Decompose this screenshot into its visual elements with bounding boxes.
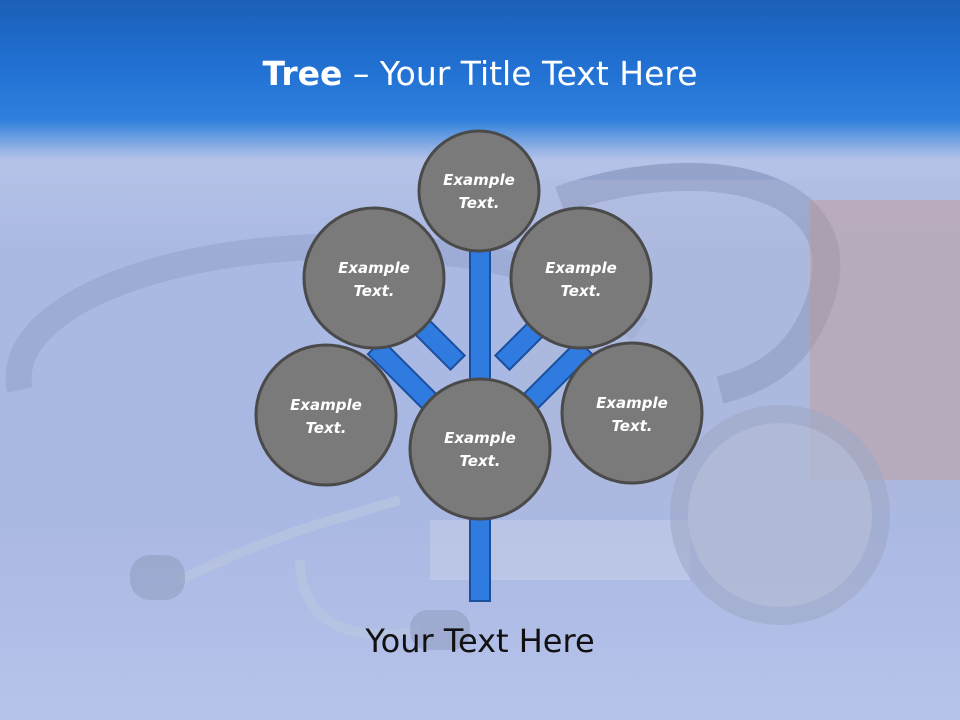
node-text-line: Text.	[459, 452, 500, 470]
node-text-line: Example	[596, 394, 668, 412]
title-text: Your Title Text Here	[379, 54, 698, 93]
tree-node: Example Text.	[254, 343, 398, 487]
node-text-line: Example	[545, 259, 617, 277]
node-text-line: Text.	[611, 417, 652, 435]
node-text-line: Example	[443, 171, 515, 189]
node-text-line: Text.	[458, 194, 499, 212]
tree-node: Example Text.	[560, 341, 704, 485]
node-text-line: Text.	[560, 282, 601, 300]
node-text-line: Text.	[353, 282, 394, 300]
title-bold: Tree	[262, 54, 343, 93]
slide-title: Tree – Your Title Text Here	[0, 54, 960, 93]
title-dash: –	[342, 54, 380, 93]
node-text-line: Example	[444, 429, 516, 447]
node-text-line: Text.	[305, 419, 346, 437]
tree-node: Example Text.	[509, 206, 653, 350]
node-text-line: Example	[290, 396, 362, 414]
tree-node: Example Text.	[417, 129, 541, 253]
caption-text: Your Text Here	[365, 622, 595, 660]
tree-node: Example Text.	[302, 206, 446, 350]
node-text-line: Example	[338, 259, 410, 277]
tree-node: Example Text.	[408, 377, 552, 521]
